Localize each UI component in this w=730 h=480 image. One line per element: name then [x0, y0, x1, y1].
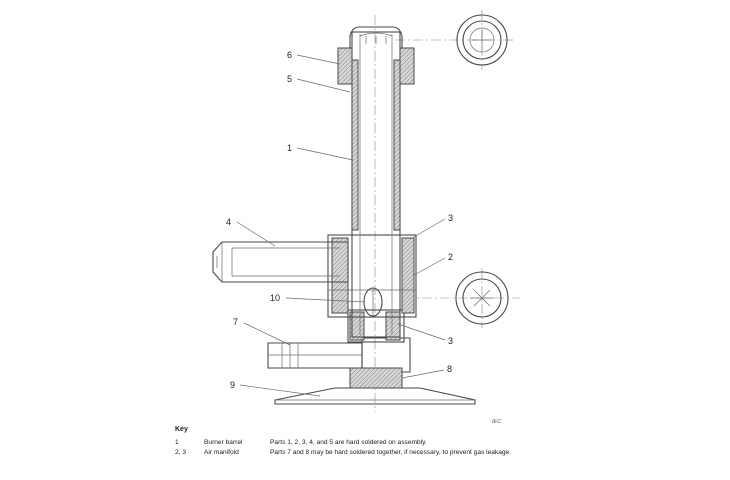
key-legend: Key 1 Burner barrel Parts 1, 2, 3, 4, an… [175, 426, 595, 459]
key-row-label: Burner barrel [204, 439, 243, 446]
callout-3-upper: 3 [448, 213, 453, 223]
base-plate [274, 387, 476, 405]
key-row: 1 Burner barrel Parts 1, 2, 3, 4, and 5 … [175, 439, 595, 447]
inner-air-port [363, 287, 383, 317]
callout-4: 4 [226, 217, 231, 227]
lower-manifold [347, 309, 405, 389]
leader-lines [236, 54, 446, 397]
detail-view-middle [455, 271, 509, 325]
callout-7: 7 [233, 317, 238, 327]
callout-1: 1 [287, 143, 292, 153]
gas-inlet-nozzle [267, 337, 411, 373]
key-row-note: Parts 1, 2, 3, 4, and 5 are hard soldere… [270, 439, 427, 446]
top-cap [337, 26, 415, 85]
iec-mark: IEC [492, 419, 501, 425]
key-row: 2, 3 Air manifold Parts 7 and 8 may be h… [175, 449, 595, 457]
callout-numbers: 6 5 1 4 3 2 10 3 7 8 9 [226, 50, 453, 390]
callout-2: 2 [448, 252, 453, 262]
key-row-number: 2, 3 [175, 449, 186, 456]
air-manifold-collar [327, 234, 417, 318]
callout-9: 9 [230, 380, 235, 390]
side-arm-tube [212, 241, 349, 283]
key-row-label: Air manifold [204, 449, 239, 456]
callout-6: 6 [287, 50, 292, 60]
burner-barrel [351, 31, 401, 338]
detail-view-top [456, 14, 508, 66]
callout-5: 5 [287, 74, 292, 84]
key-row-number: 1 [175, 439, 179, 446]
callout-8: 8 [447, 364, 452, 374]
key-row-note: Parts 7 and 8 may be hard soldered toget… [270, 449, 512, 456]
callout-3-lower: 3 [448, 336, 453, 346]
key-title: Key [175, 426, 188, 433]
callout-10: 10 [270, 293, 280, 303]
